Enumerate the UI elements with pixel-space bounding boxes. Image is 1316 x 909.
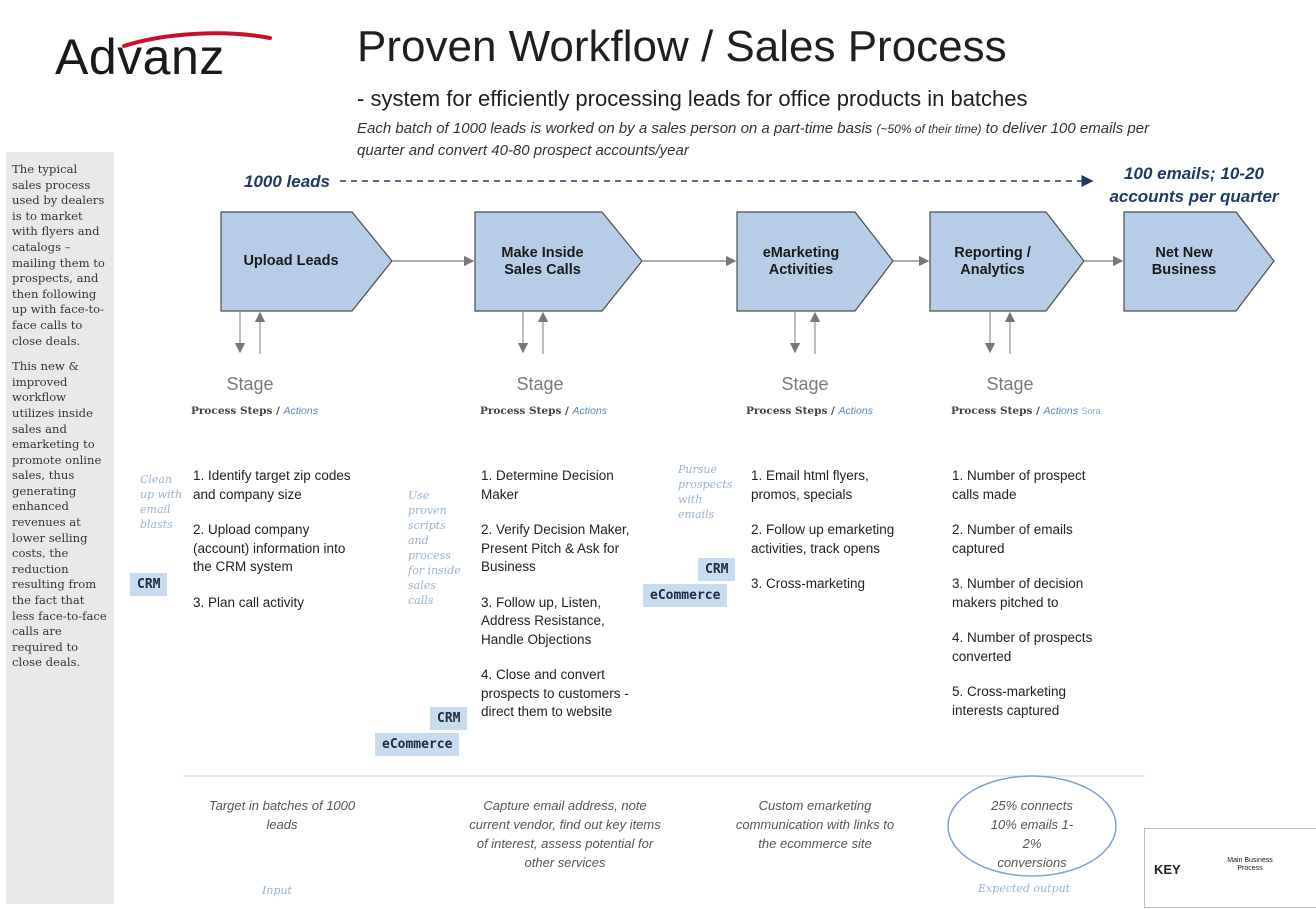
key-shape-label: Main Business Process (1227, 857, 1273, 872)
step-list-emarketing: 1. Email html flyers, promos, specials 2… (751, 467, 921, 611)
list-item: 3. Number of decision makers pitched to (952, 576, 1084, 610)
stage-note-1: Clean up with email blasts (140, 473, 183, 531)
crm-tag-1: CRM (130, 573, 168, 596)
list-item: 1. Determine Decision Maker (481, 468, 614, 502)
list-item: 3. Plan call activity (193, 594, 305, 610)
ecommerce-tag-3: eCommerce (643, 584, 728, 607)
stage-label-2: Stage (516, 374, 564, 394)
stage-shape-inside-sales (474, 211, 643, 312)
step-list-inside-sales: 1. Determine Decision Maker 2. Verify De… (481, 467, 651, 739)
description-paren: (~50% of their time) (876, 122, 982, 136)
stage-shape-net-new (1123, 211, 1275, 312)
list-item: 2. Verify Decision Maker, Present Pitch … (481, 522, 630, 574)
key-label: KEY (1154, 862, 1181, 877)
process-steps-3: Process Steps / Actions (746, 405, 873, 417)
stage-label-4: Stage (986, 374, 1034, 394)
flow-output-label: 100 emails; 10-20 accounts per quarter (1109, 164, 1279, 206)
process-steps-1: Process Steps / Actions (191, 405, 318, 417)
list-item: 4. Close and convert prospects to custom… (481, 667, 629, 719)
crm-tag-2: CRM (430, 707, 468, 730)
list-item: 2. Number of emails captured (952, 522, 1073, 556)
bottom-expected-text: 25% connects 10% emails 1-2% conversions (990, 798, 1074, 870)
bottom-custom-text: Custom emarketing communication with lin… (735, 798, 895, 851)
list-item: 2. Follow up emarketing activities, trac… (751, 522, 895, 556)
list-item: 1. Email html flyers, promos, specials (751, 468, 869, 502)
sidebar: The typical sales process used by dealer… (6, 152, 114, 904)
page-subtitle: - system for efficiently processing lead… (357, 86, 1028, 111)
stage-shape-emarketing (736, 211, 894, 312)
stage-shape-upload-leads (220, 211, 393, 312)
stage-label-1: Stage (226, 374, 274, 394)
sidebar-paragraph-1: The typical sales process used by dealer… (12, 162, 105, 348)
list-item: 4. Number of prospects converted (952, 630, 1093, 664)
process-steps-2: Process Steps / Actions (480, 405, 607, 417)
step-list-upload-leads: 1. Identify target zip codes and company… (193, 467, 353, 629)
bottom-capture-text: Capture email address, note current vend… (469, 798, 661, 870)
list-item: 3. Follow up, Listen, Address Resistance… (481, 594, 605, 647)
shape-label-emarketing: eMarketing Activities (762, 244, 840, 278)
shape-label-upload-leads: Upload Leads (243, 253, 339, 269)
expected-output-label: Expected output (978, 882, 1071, 895)
logo: Advanz (55, 29, 225, 85)
input-label: Input (262, 884, 292, 897)
list-item: 1. Number of prospect calls made (952, 468, 1086, 502)
bottom-target-text: Target in batches of 1000 leads (208, 798, 356, 832)
stage-shape-reporting (929, 211, 1085, 312)
description-end: to deliver 100 emails per quarter and co… (357, 120, 1150, 159)
description-main: Each batch of 1000 leads is worked on by… (357, 120, 877, 137)
list-item: 1. Identify target zip codes and company… (193, 468, 351, 502)
crm-tag-3: CRM (698, 558, 736, 581)
step-list-reporting: 1. Number of prospect calls made 2. Numb… (952, 467, 1112, 737)
flow-input-label: 1000 leads (244, 172, 331, 191)
shape-label-reporting: Reporting / Analytics (954, 244, 1031, 278)
shape-label-net-new: Net New Business (1151, 244, 1217, 278)
ecommerce-tag-2: eCommerce (375, 733, 460, 756)
page-title: Proven Workflow / Sales Process (357, 22, 1007, 71)
key-legend (1144, 828, 1316, 908)
page-description: Each batch of 1000 leads is worked on by… (357, 118, 1177, 162)
stage-note-3: Pursue prospects with emails (678, 463, 733, 521)
sidebar-paragraph-2: This new & improved workflow utilizes in… (12, 359, 107, 670)
expected-output-ellipse (947, 775, 1117, 877)
process-steps-4: Process Steps / Actions Sora (951, 405, 1101, 417)
list-item: 3. Cross-marketing (751, 576, 866, 591)
list-item: 5. Cross-marketing interests captured (952, 684, 1067, 718)
list-item: 2. Upload company (account) information … (193, 522, 346, 574)
shape-label-inside-sales: Make Inside Sales Calls (501, 244, 584, 278)
stage-label-3: Stage (781, 374, 829, 394)
stage-note-2: Use proven scripts and process for insid… (408, 489, 461, 607)
logo-swoosh-icon (122, 31, 272, 48)
